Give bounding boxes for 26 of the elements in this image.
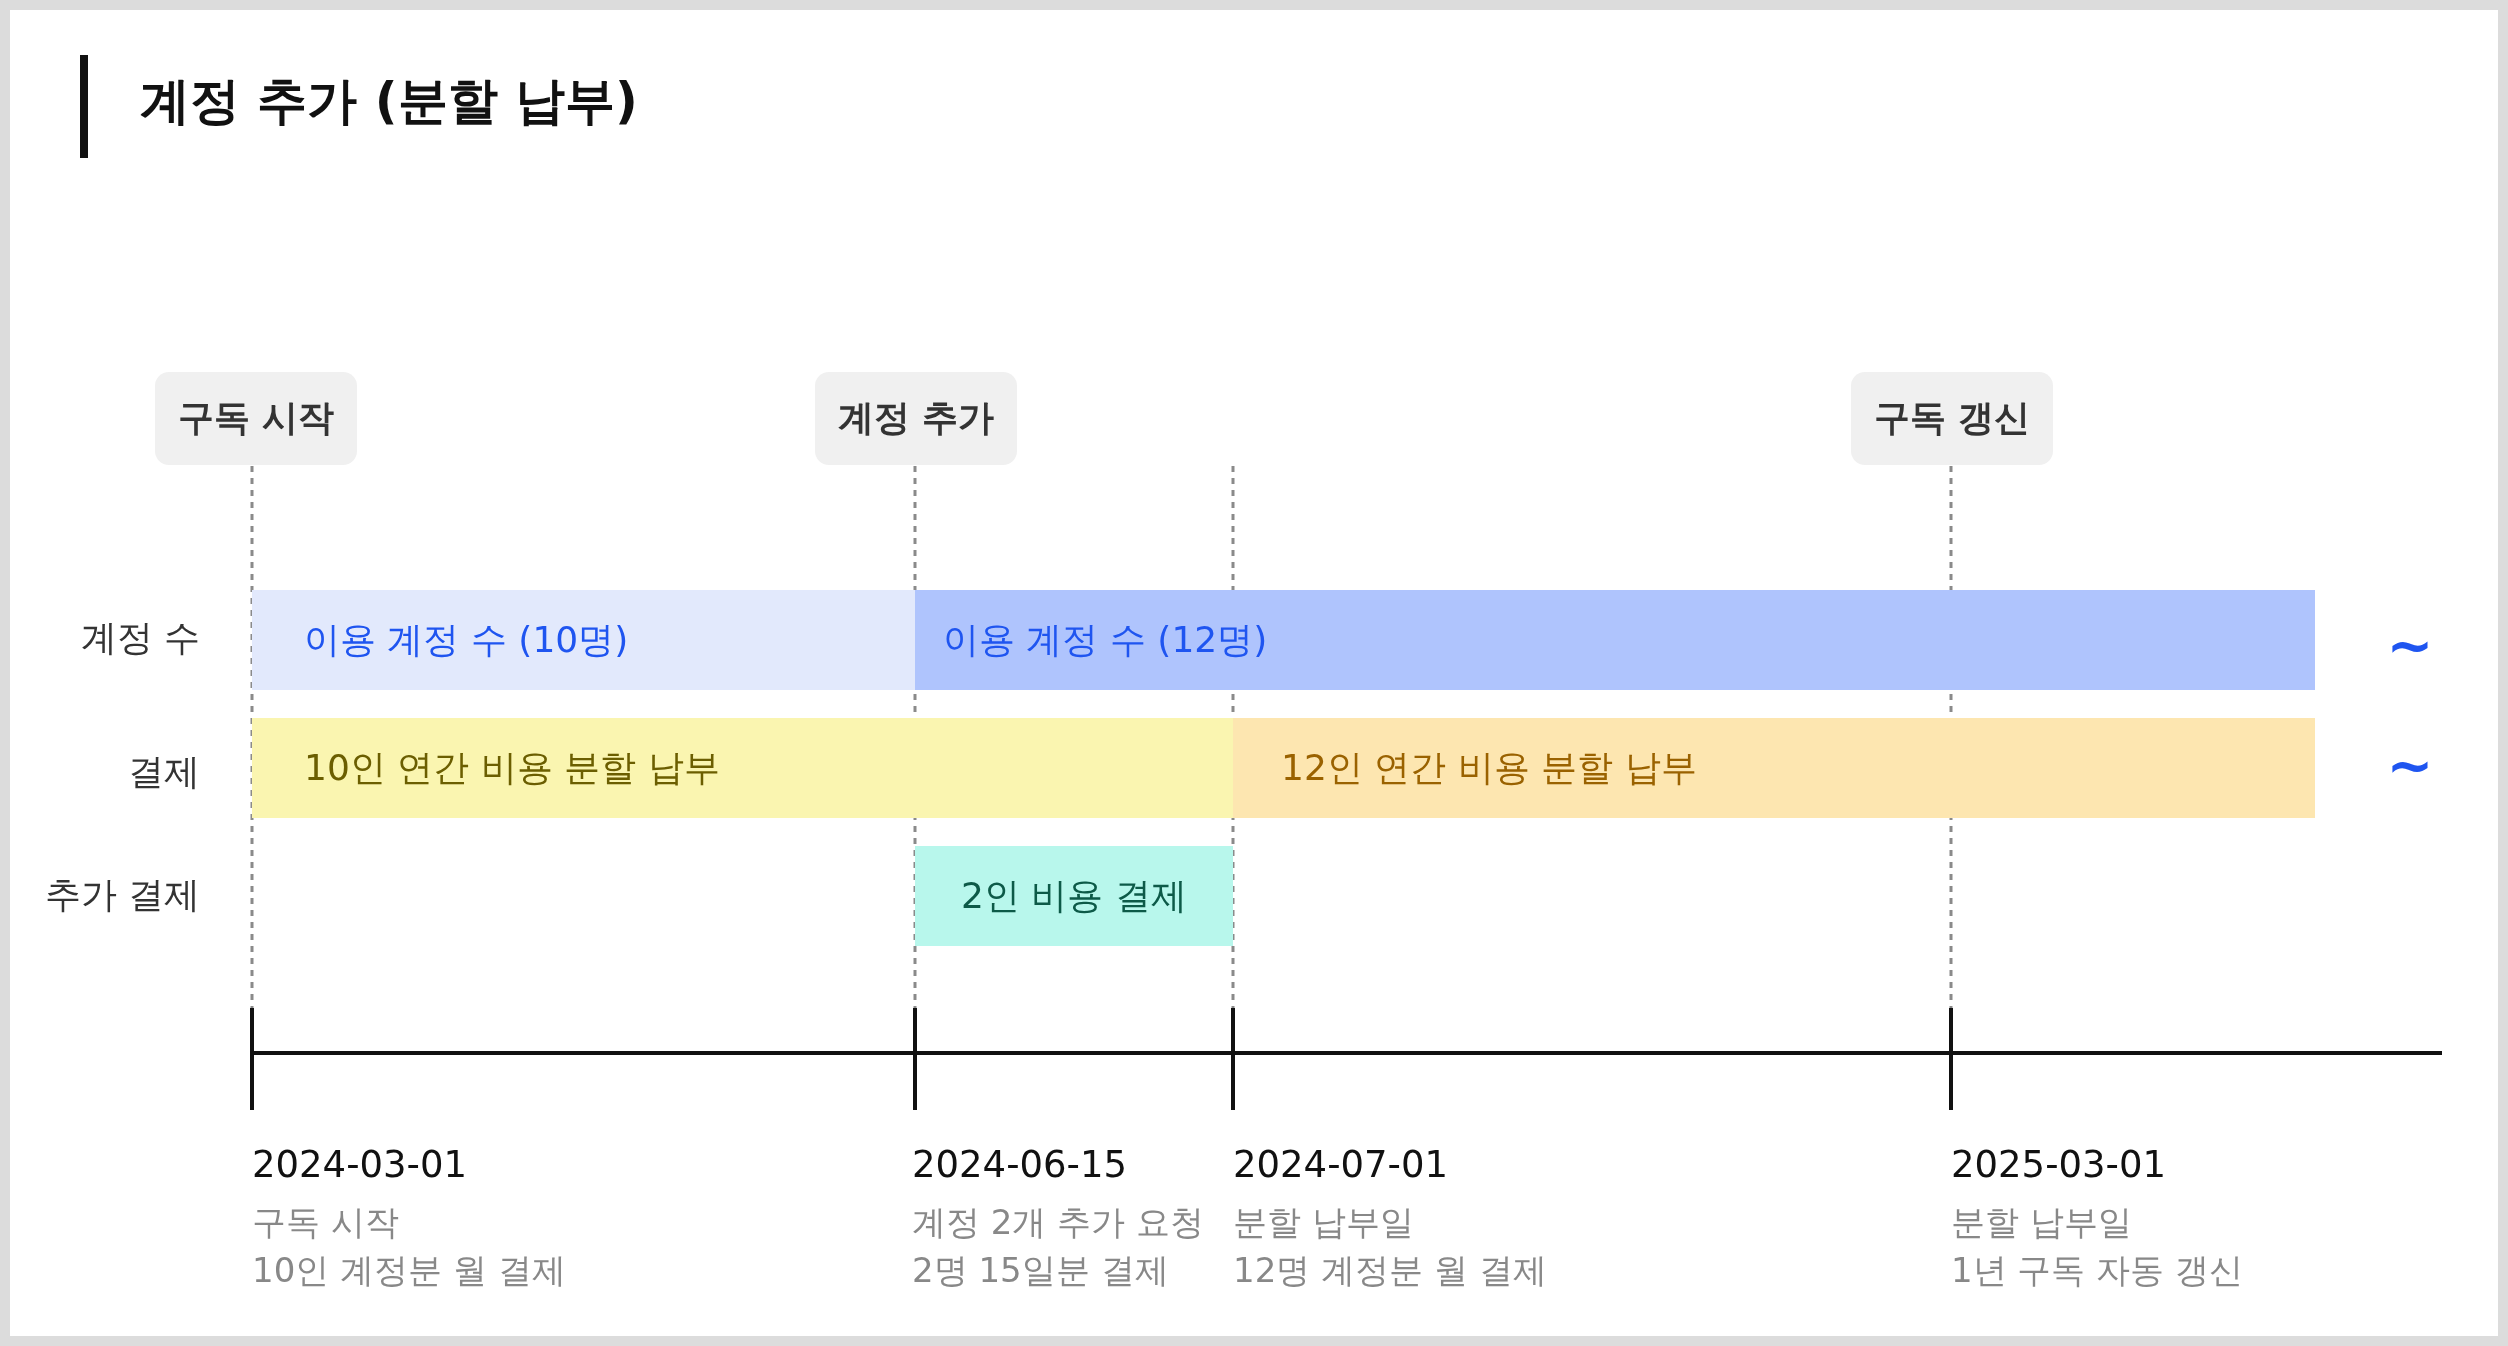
event-description: 분할 납부일 [1233,1201,1414,1243]
event-description: 분할 납부일 [1951,1201,2132,1243]
milestone-tag: 구독 시작 [155,372,357,465]
event-description: 12명 계정분 월 결제 [1233,1249,1547,1291]
milestone-tag: 구독 갱신 [1851,372,2053,465]
timeline-bar: 2인 비용 결제 [915,846,1233,946]
row-label: 추가 결제 [44,873,200,917]
title: 계정 추가 (분할 납부) [140,71,638,132]
timeline-bar: 10인 연간 비용 분할 납부 [252,718,1233,818]
timeline-bar: 이용 계정 수 (10명) [252,590,915,690]
event-description: 2명 15일분 결제 [912,1249,1169,1291]
timeline-bar: 12인 연간 비용 분할 납부 [1233,718,2315,818]
date-label: 2024-06-15 [912,1142,1128,1188]
event-description: 1년 구독 자동 갱신 [1951,1249,2244,1291]
date-label: 2024-03-01 [252,1142,468,1188]
event-description: 10인 계정분 월 결제 [252,1249,566,1291]
milestone-tag: 계정 추가 [815,372,1017,465]
date-label: 2025-03-01 [1951,1142,2167,1188]
row-label: 계정 수 [80,616,200,660]
timeline-bar: 이용 계정 수 (12명) [915,590,2315,690]
event-description: 구독 시작 [252,1201,399,1243]
event-description: 계정 2개 추가 요청 [912,1201,1205,1243]
tilde-mark: ~ [2386,731,2434,799]
date-label: 2024-07-01 [1233,1142,1449,1188]
tilde-mark: ~ [2386,611,2434,679]
row-label: 결제 [128,750,200,794]
